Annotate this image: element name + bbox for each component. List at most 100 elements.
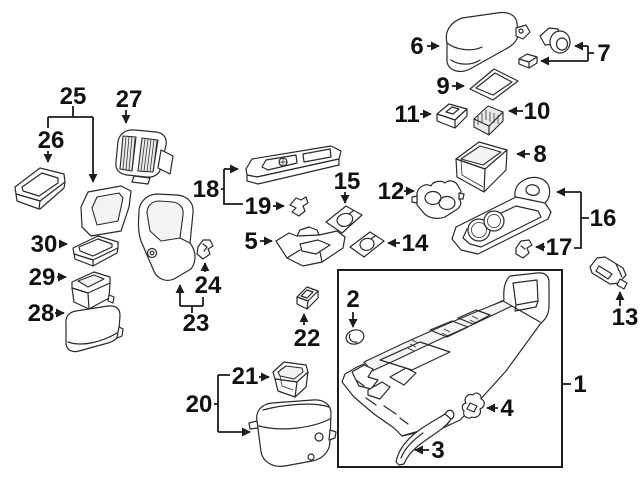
part-label-8: 8 bbox=[533, 141, 546, 168]
detail bbox=[286, 249, 323, 263]
detail-box bbox=[337, 269, 563, 468]
rear-panel-window bbox=[512, 279, 539, 306]
part-label-26: 26 bbox=[38, 127, 65, 154]
crease bbox=[179, 237, 191, 244]
outline bbox=[345, 329, 365, 345]
part-29-drawing bbox=[71, 271, 115, 310]
hatch bbox=[140, 138, 158, 173]
cup-well bbox=[438, 195, 456, 211]
part-3-drawing bbox=[395, 409, 455, 466]
part-label-21: 21 bbox=[232, 363, 259, 390]
part-11-drawing bbox=[436, 103, 468, 129]
mech-detail bbox=[367, 381, 391, 400]
part-label-23: 23 bbox=[183, 310, 210, 337]
opening bbox=[146, 200, 184, 242]
outline bbox=[589, 256, 627, 285]
recess bbox=[261, 154, 298, 171]
part-label-16: 16 bbox=[590, 205, 617, 232]
side-flap bbox=[157, 149, 174, 175]
part-9-drawing bbox=[469, 68, 519, 101]
part-label-12: 12 bbox=[378, 178, 405, 205]
part-24-drawing bbox=[196, 239, 214, 260]
part-19-drawing bbox=[289, 196, 309, 217]
cap-line bbox=[615, 263, 623, 278]
hinge-hole bbox=[518, 28, 524, 34]
part-22-drawing bbox=[296, 286, 319, 310]
lid-crease bbox=[258, 418, 331, 430]
part-21-drawing bbox=[272, 361, 309, 398]
leader-bracket-18 bbox=[221, 169, 243, 205]
interior-detail bbox=[429, 320, 469, 338]
inner-shape bbox=[336, 212, 354, 227]
recess bbox=[302, 148, 332, 163]
detail bbox=[348, 333, 358, 343]
detail bbox=[520, 245, 526, 250]
part-label-28: 28 bbox=[28, 300, 55, 327]
side-face bbox=[306, 290, 319, 310]
part-12-drawing bbox=[411, 180, 465, 219]
part-label-6: 6 bbox=[410, 33, 423, 60]
detail bbox=[81, 226, 92, 237]
part-label-10: 10 bbox=[524, 98, 551, 125]
part-label-4: 4 bbox=[500, 395, 514, 422]
part-7-drawing bbox=[518, 27, 571, 69]
part-label-22: 22 bbox=[294, 325, 321, 352]
part-label-3: 3 bbox=[431, 437, 444, 464]
mech-detail bbox=[389, 367, 417, 386]
detail bbox=[296, 234, 320, 237]
part-label-9: 9 bbox=[436, 73, 449, 100]
side-face bbox=[294, 371, 309, 398]
leader-bracket-25 bbox=[47, 106, 93, 128]
top-face bbox=[262, 403, 330, 411]
part-label-24: 24 bbox=[195, 272, 222, 299]
leader-bracket-20 bbox=[214, 374, 230, 432]
front-edge bbox=[246, 158, 340, 185]
detail bbox=[202, 243, 208, 252]
part-label-13: 13 bbox=[612, 304, 639, 331]
tab bbox=[248, 420, 259, 430]
detail bbox=[299, 239, 331, 255]
knob-detail bbox=[146, 247, 158, 259]
tab bbox=[116, 326, 124, 339]
floor bbox=[279, 375, 294, 391]
inner-line bbox=[475, 72, 513, 96]
part-15-drawing bbox=[325, 205, 363, 234]
plug-cube bbox=[518, 53, 538, 69]
outline bbox=[65, 305, 121, 353]
part-8-drawing bbox=[455, 141, 508, 193]
part-label-17: 17 bbox=[546, 234, 573, 261]
callouts: 1 2 3 4 5 6 7 8 9 10 11 12 bbox=[28, 33, 639, 464]
part-5-drawing bbox=[275, 226, 346, 267]
part-label-15: 15 bbox=[334, 168, 361, 195]
part-4-drawing bbox=[461, 392, 485, 419]
part-26-drawing bbox=[14, 167, 66, 210]
front-face bbox=[274, 378, 298, 398]
detail bbox=[92, 247, 119, 267]
outline bbox=[469, 68, 519, 101]
socket-body bbox=[549, 30, 571, 54]
leader-bracket-16 bbox=[574, 192, 589, 249]
cup-cutout-inner bbox=[471, 222, 487, 238]
outline bbox=[349, 231, 385, 258]
crease bbox=[450, 59, 481, 65]
notch bbox=[348, 210, 354, 215]
part-label-2: 2 bbox=[346, 286, 359, 313]
part-label-30: 30 bbox=[31, 231, 58, 258]
tab bbox=[107, 294, 115, 304]
tab bbox=[131, 175, 151, 185]
inner-line bbox=[400, 432, 424, 459]
interior-tray bbox=[379, 341, 451, 371]
crease bbox=[67, 332, 118, 345]
part-18-drawing bbox=[245, 145, 342, 185]
tab bbox=[411, 195, 418, 204]
outline bbox=[515, 239, 533, 259]
detail bbox=[39, 181, 66, 210]
crease bbox=[446, 42, 483, 51]
outline bbox=[275, 226, 346, 267]
button bbox=[445, 106, 460, 115]
cup-cutout bbox=[483, 210, 505, 232]
part-label-25: 25 bbox=[60, 83, 87, 110]
outline bbox=[256, 399, 332, 467]
detail bbox=[279, 158, 287, 166]
